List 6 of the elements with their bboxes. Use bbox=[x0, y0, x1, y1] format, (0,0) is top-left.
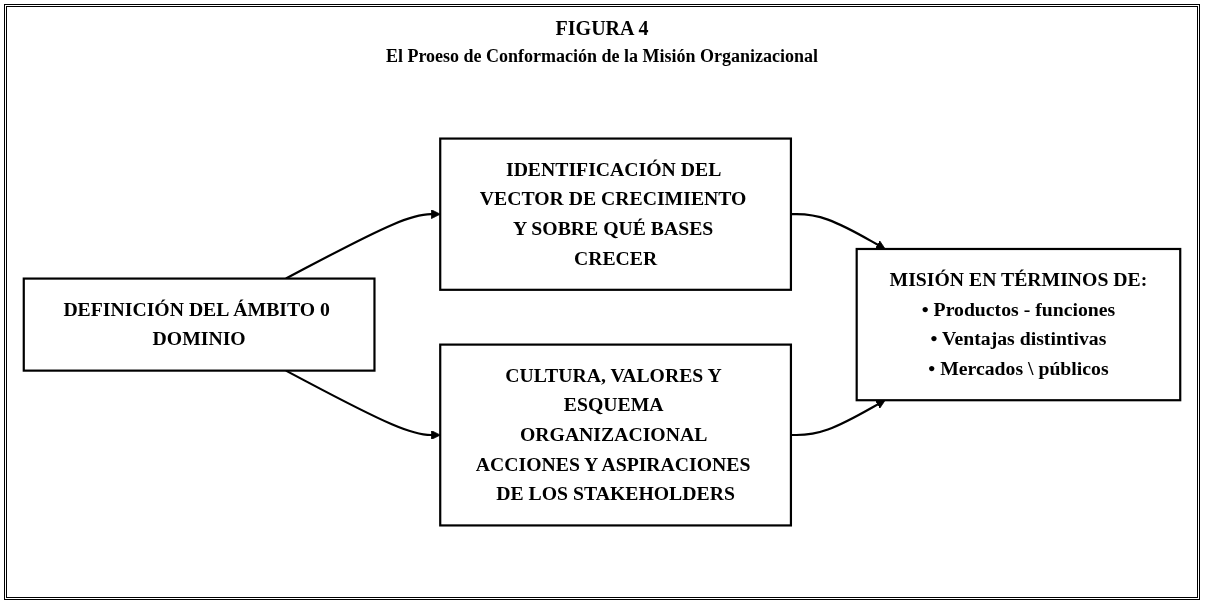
figure-subtitle: El Proeso de Conformación de la Misión Organizacional bbox=[385, 46, 819, 67]
node-box: MISIÓN EN TÉRMINOS DE: • Productos - funciones • Ventajas distintivas • Mercados \ públicos bbox=[855, 247, 1182, 402]
node-box: CULTURA, VALORES Y ESQUEMA ORGANIZACIONAL ACCIONES Y ASPIRACIONES DE LOS STAKEHOLDERS bbox=[439, 343, 793, 527]
node-box: DEFINICIÓN DEL ÁMBITO 0 DOMINIO bbox=[22, 277, 376, 372]
node-box: IDENTIFICACIÓN DEL VECTOR DE CRECIMIENTO Y SOBRE QUÉ BASES CRECER bbox=[439, 137, 793, 291]
figure-title: FIGURA 4 bbox=[554, 17, 650, 40]
